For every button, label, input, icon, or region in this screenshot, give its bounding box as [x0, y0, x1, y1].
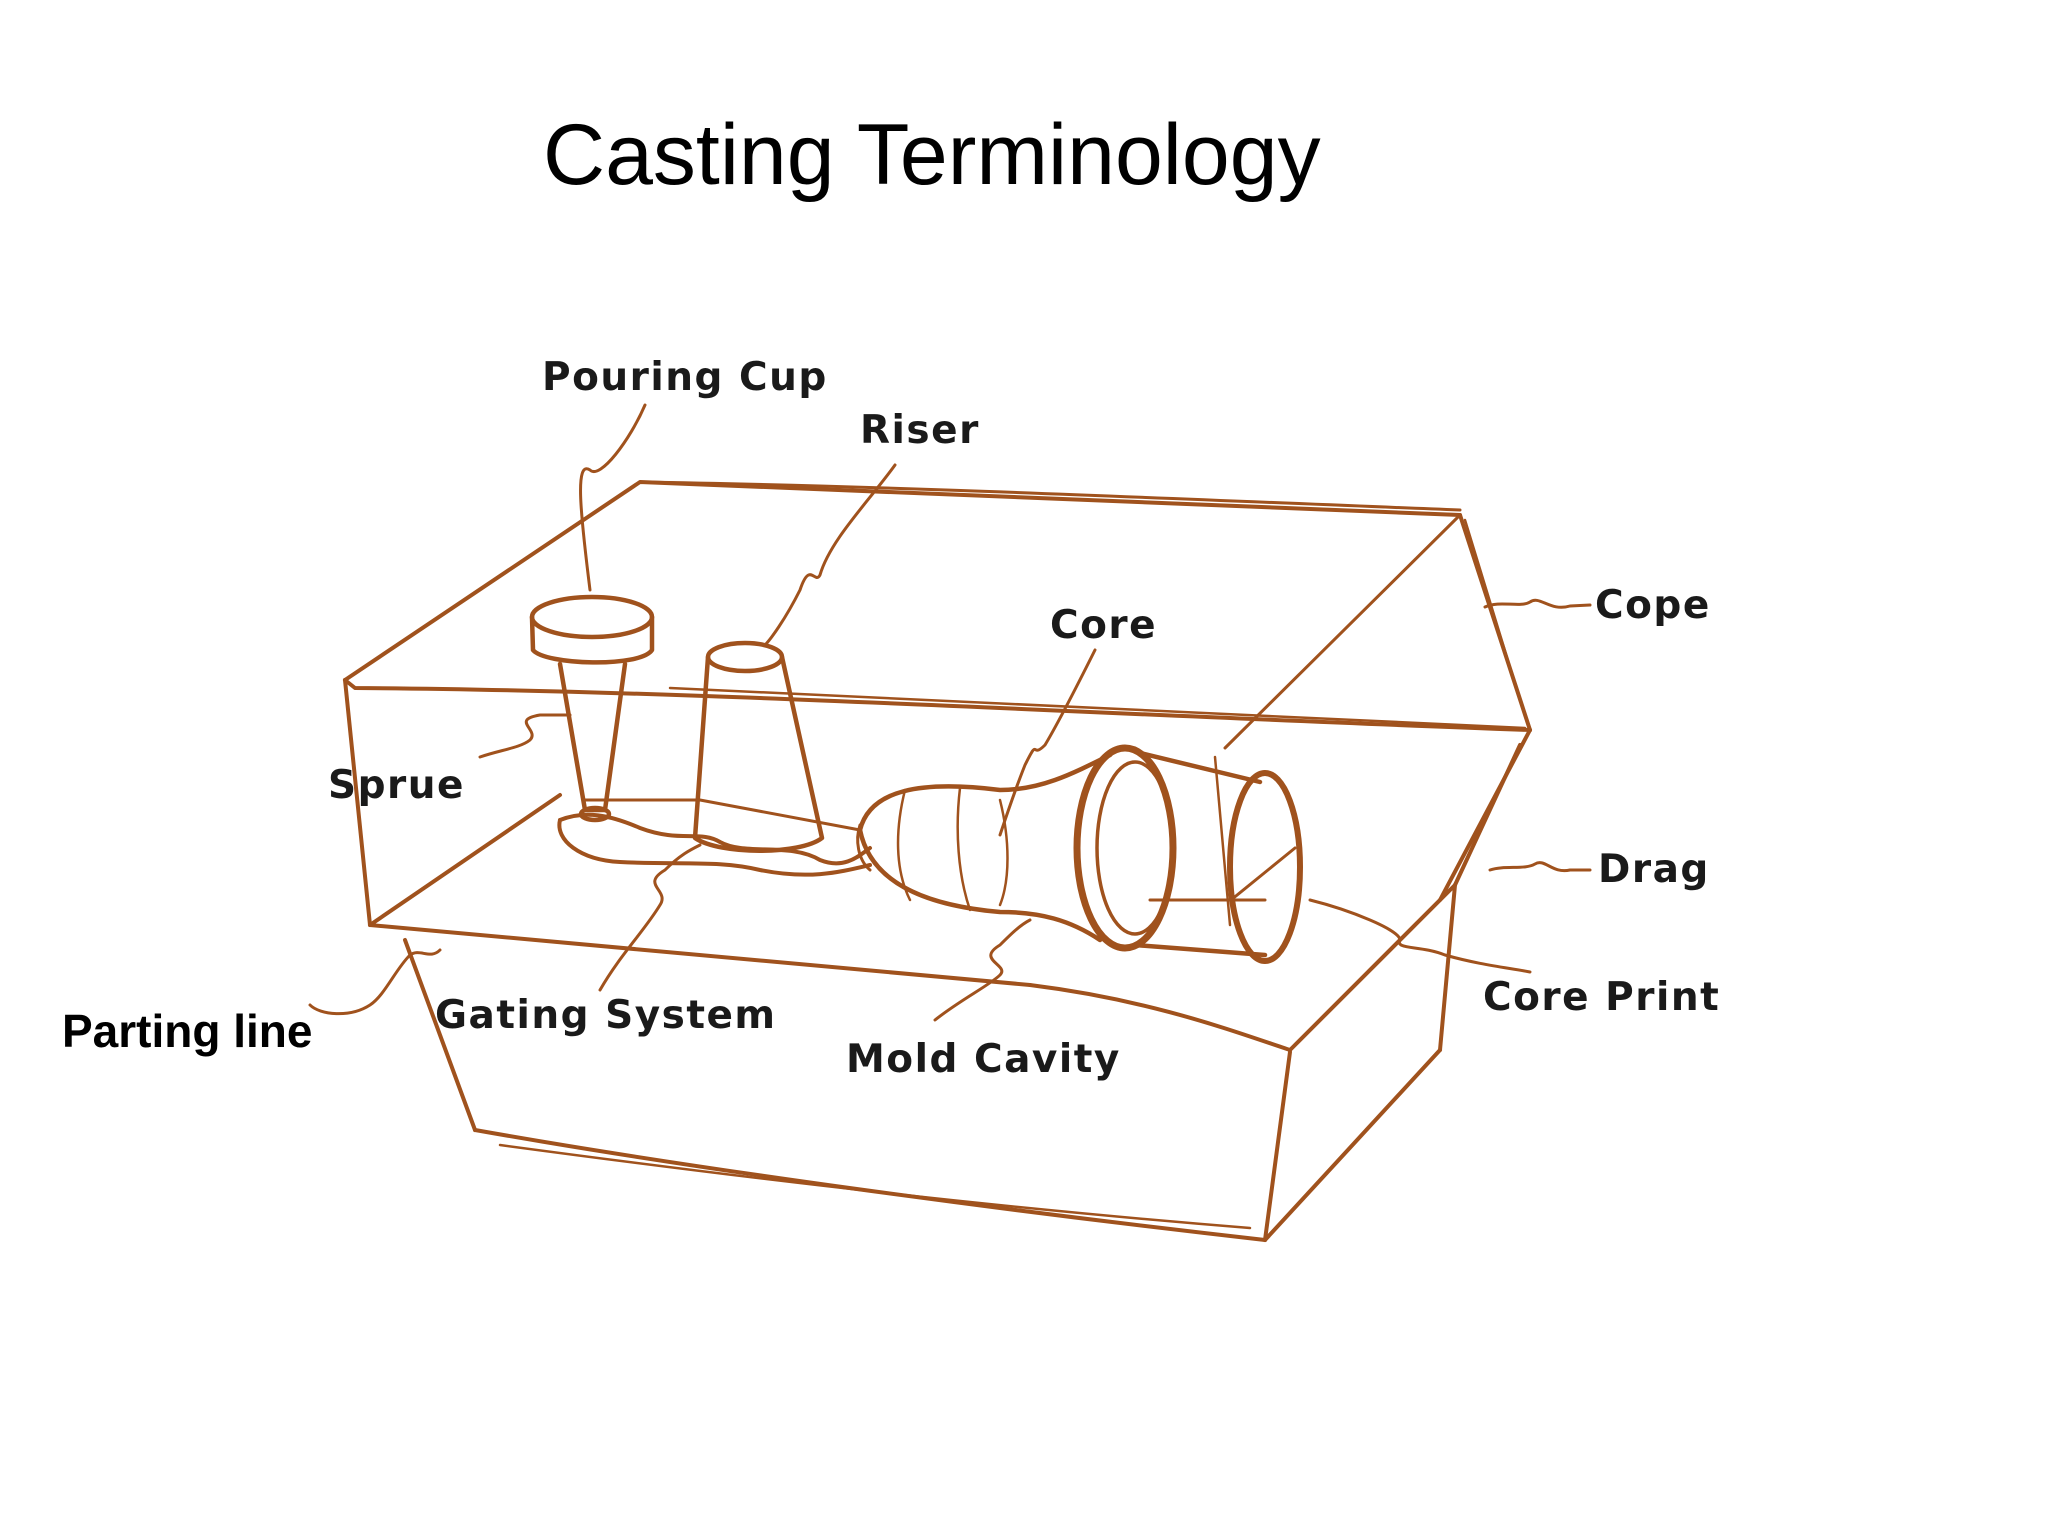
leader-core	[998, 648, 1097, 837]
label-sprue: Sprue	[328, 763, 465, 808]
pouring-cup-shape	[529, 594, 655, 823]
mold-box-outline	[343, 480, 1532, 1242]
leader-gating-system	[598, 843, 702, 992]
label-parting-line: Parting line	[62, 1005, 312, 1057]
leader-pouring-cup	[579, 403, 647, 592]
label-drag: Drag	[1598, 847, 1710, 892]
label-cope: Cope	[1595, 583, 1711, 628]
leader-drag	[1488, 861, 1592, 873]
leader-cope	[1483, 598, 1592, 609]
leader-sprue	[478, 713, 572, 759]
label-gating-system: Gating System	[435, 993, 777, 1038]
leader-riser	[763, 463, 897, 647]
leader-parting-line	[308, 948, 442, 1016]
riser-shape	[692, 640, 825, 853]
label-mold-cavity: Mold Cavity	[846, 1037, 1121, 1082]
leader-core-print	[1308, 898, 1532, 974]
label-core: Core	[1050, 603, 1157, 648]
gating-system-shape	[557, 798, 872, 877]
leader-mold-cavity	[933, 918, 1032, 1022]
mold-cavity-shape	[856, 744, 1303, 964]
label-pouring-cup: Pouring Cup	[542, 355, 828, 400]
label-core-print: Core Print	[1483, 975, 1720, 1020]
leader-lines	[308, 403, 1592, 1022]
label-riser: Riser	[860, 408, 980, 453]
slide-title: Casting Terminology	[543, 107, 1321, 203]
